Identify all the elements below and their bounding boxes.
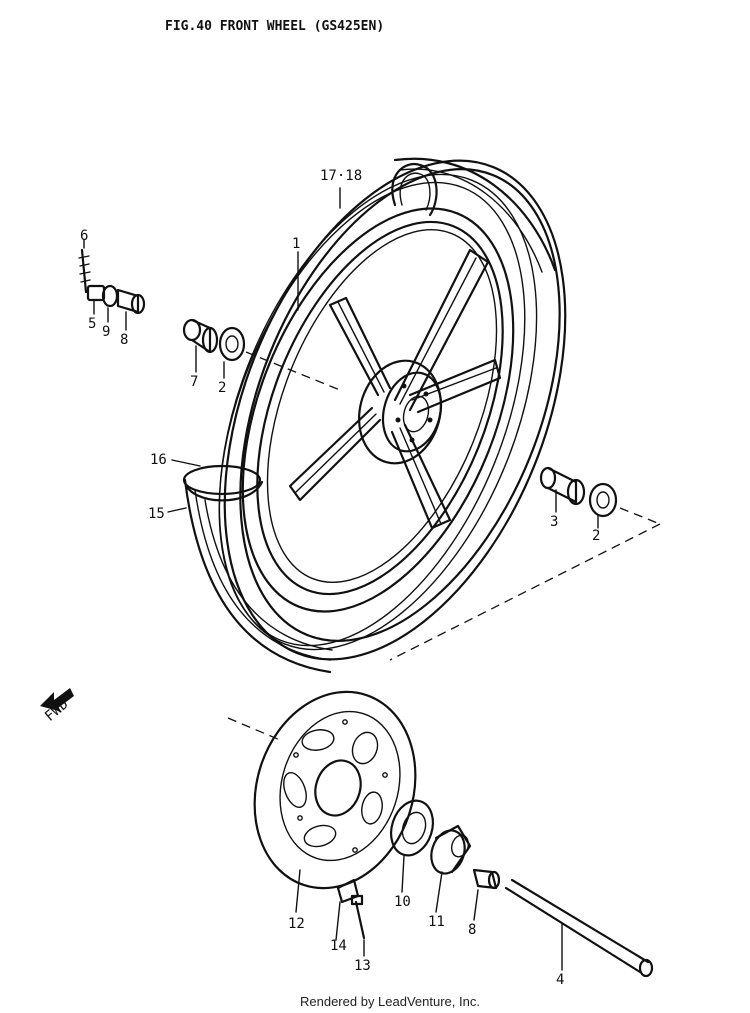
axis-line-disc	[227, 717, 281, 741]
callout-15: 15	[148, 506, 165, 522]
wheel-hub	[357, 359, 443, 465]
bearing-2-right	[588, 482, 618, 518]
spacer-8	[116, 288, 146, 315]
gear-box-retainer-10	[390, 799, 434, 857]
callout-5: 5	[88, 316, 96, 332]
callout-1: 1	[292, 236, 300, 252]
callout-13: 13	[354, 958, 371, 974]
callout-10: 10	[394, 894, 411, 910]
callout-14: 14	[330, 938, 347, 954]
nut-5	[86, 284, 106, 302]
footer-credit: Rendered by LeadVenture, Inc.	[300, 994, 480, 1009]
callout-17-18: 17·18	[320, 168, 362, 184]
axis-line-right	[619, 507, 661, 525]
axis-line-diagonal	[389, 523, 661, 661]
forward-arrow-icon	[40, 688, 74, 712]
callout-9: 9	[102, 324, 110, 340]
rim-band-loop	[391, 162, 438, 217]
callout-2-right: 2	[592, 528, 600, 544]
inner-tube-section	[182, 464, 264, 502]
callout-2-left: 2	[218, 380, 226, 396]
disc-bolt-13	[350, 894, 366, 940]
callout-6: 6	[80, 228, 88, 244]
callout-16: 16	[150, 452, 167, 468]
leader-lines	[83, 187, 599, 971]
axis-line-left	[245, 351, 341, 391]
bearing-2-left	[218, 326, 246, 362]
lock-washer-14	[336, 878, 360, 904]
spacer-3	[539, 466, 586, 506]
wheel-rim	[241, 207, 515, 613]
callout-4: 4	[556, 972, 564, 988]
speedometer-gearbox-11	[430, 824, 472, 875]
wheel-spokes	[288, 248, 502, 530]
callout-3: 3	[550, 514, 558, 530]
callout-7: 7	[190, 374, 198, 390]
spacer-7	[182, 318, 219, 354]
bolt-6	[78, 248, 91, 294]
callout-11: 11	[428, 914, 445, 930]
front-axle-4	[504, 878, 654, 978]
callout-12: 12	[288, 916, 305, 932]
callout-8-top: 8	[120, 332, 128, 348]
brake-disc	[253, 690, 417, 890]
tire	[183, 157, 567, 674]
diagram-title: FIG.40 FRONT WHEEL (GS425EN)	[165, 19, 384, 34]
callout-8-bottom: 8	[468, 922, 476, 938]
axle-spacer-8	[472, 868, 501, 890]
